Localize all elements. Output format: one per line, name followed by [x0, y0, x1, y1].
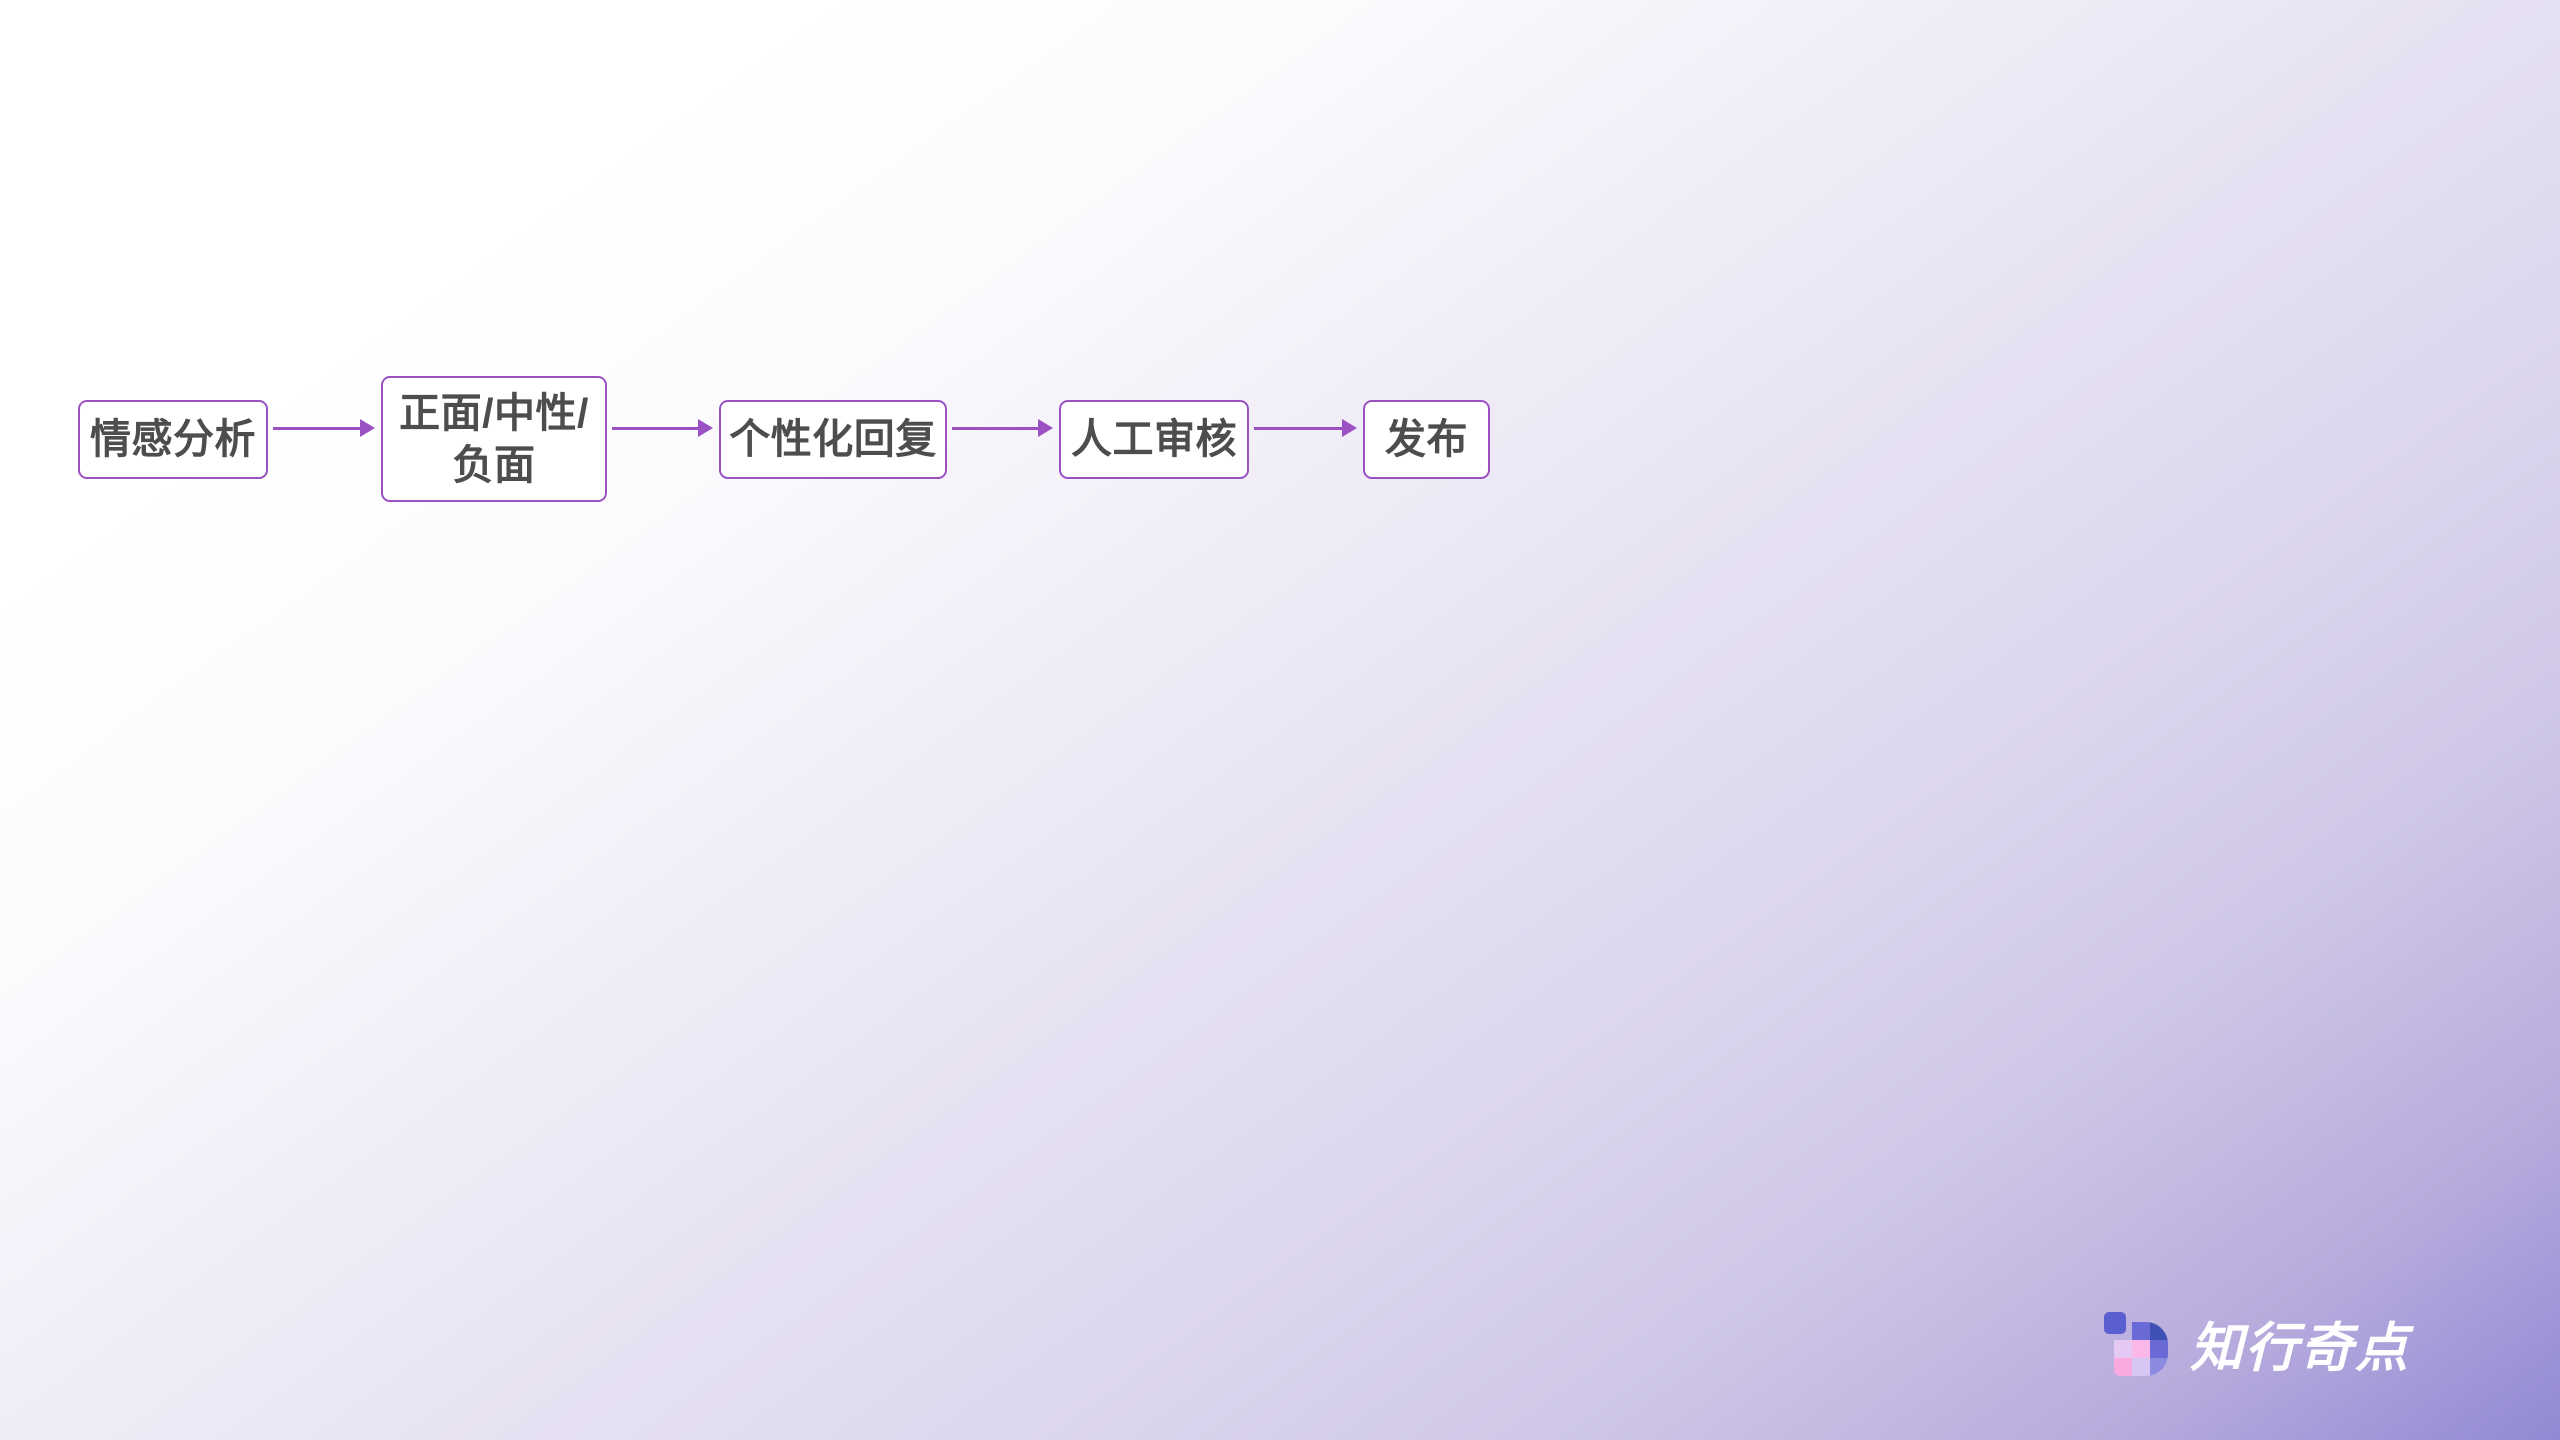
logo-tile [2150, 1358, 2168, 1376]
brand-logo-icon [2104, 1312, 2168, 1376]
flow-edge-1 [273, 416, 375, 440]
flow-node-label: 人工审核 [1071, 416, 1237, 463]
edge-shaft [1254, 426, 1343, 430]
edge-shaft [612, 426, 699, 430]
flow-node-human-review[interactable]: 人工审核 [1059, 400, 1249, 479]
logo-tile [2150, 1322, 2168, 1340]
logo-tile [2114, 1322, 2132, 1340]
logo-tile [2114, 1340, 2132, 1358]
logo-tile [2132, 1358, 2150, 1376]
brand-watermark: 知行奇点 [2104, 1306, 2410, 1382]
flow-node-label: 情感分析 [90, 416, 256, 463]
flow-edge-4 [1254, 416, 1357, 440]
logo-checkerboard [2114, 1322, 2168, 1376]
flow-node-personalized-reply[interactable]: 个性化回复 [719, 400, 947, 479]
flow-node-label: 正面/中性/ 负面 [399, 389, 589, 488]
flow-edge-2 [612, 416, 713, 440]
flow-node-publish[interactable]: 发布 [1363, 400, 1490, 479]
flow-edge-3 [952, 416, 1053, 440]
edge-shaft [952, 426, 1039, 430]
brand-name: 知行奇点 [2190, 1319, 2410, 1378]
flow-node-polarity[interactable]: 正面/中性/ 负面 [381, 376, 607, 502]
arrowhead-icon [1038, 419, 1053, 437]
logo-tile [2150, 1340, 2168, 1358]
arrowhead-icon [698, 419, 713, 437]
flow-node-sentiment-analysis[interactable]: 情感分析 [78, 400, 268, 479]
edge-shaft [273, 426, 361, 430]
arrowhead-icon [360, 419, 375, 437]
logo-tile [2132, 1322, 2150, 1340]
logo-chip [2104, 1312, 2126, 1334]
arrowhead-icon [1342, 419, 1357, 437]
logo-tile [2132, 1340, 2150, 1358]
flow-node-label: 发布 [1385, 416, 1468, 463]
logo-tile [2114, 1358, 2132, 1376]
flow-node-label: 个性化回复 [729, 416, 937, 463]
